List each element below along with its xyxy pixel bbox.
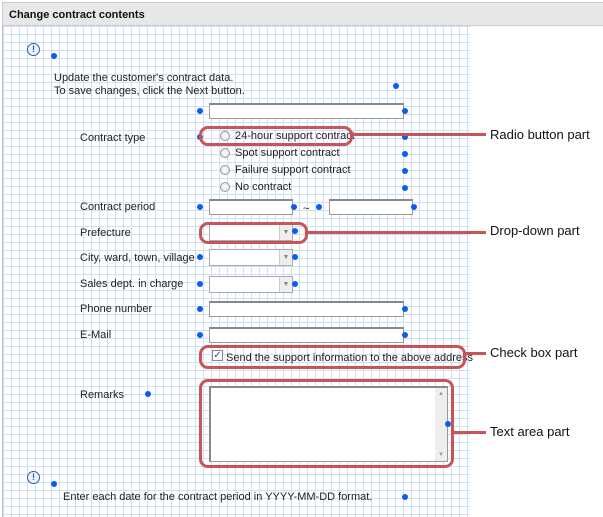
marker-dot [145, 391, 151, 397]
radio-label: No contract [235, 181, 292, 193]
email-label: E-Mail [80, 329, 112, 341]
textarea-callout-label: Text area part [490, 424, 570, 439]
dropdown-callout-label: Drop-down part [490, 223, 580, 238]
contract-type-label: Contract type [80, 132, 146, 144]
city-dropdown[interactable]: ▼ [209, 249, 293, 266]
footer-note: Enter each date for the contract period … [63, 491, 373, 503]
chevron-down-icon: ▼ [279, 250, 292, 265]
radio-label: 24-hour support contract [235, 130, 355, 142]
marker-dot [197, 204, 203, 210]
textarea-callout-box [199, 379, 454, 468]
send-info-label: Send the support information to the abov… [226, 352, 474, 364]
marker-dot [402, 306, 408, 312]
marker-dot [197, 281, 203, 287]
checkbox-callout-label: Check box part [490, 345, 578, 360]
sales-dept-dropdown[interactable]: ▼ [209, 276, 293, 293]
sales-dept-label: Sales dept. in charge [80, 278, 184, 290]
radio-label: Failure support contract [235, 164, 351, 176]
marker-dot [197, 332, 203, 338]
period-separator: ~ [303, 203, 310, 215]
marker-dot [402, 134, 408, 140]
info-icon: ! [27, 43, 40, 56]
marker-dot [393, 83, 399, 89]
marker-dot [51, 53, 57, 59]
marker-dot [292, 254, 298, 260]
marker-dot [51, 481, 57, 487]
marker-dot [291, 204, 297, 210]
contract-period-label: Contract period [80, 201, 156, 213]
marker-dot [197, 108, 203, 114]
callout-line [465, 352, 486, 355]
marker-dot [402, 168, 408, 174]
callout-line [352, 133, 486, 136]
remarks-label: Remarks [80, 389, 125, 401]
prefecture-label: Prefecture [80, 227, 131, 239]
marker-dot [316, 204, 322, 210]
radio-failure[interactable] [220, 165, 230, 175]
radio-label: Spot support contract [235, 147, 340, 159]
radio-24-hour[interactable] [220, 131, 230, 141]
phone-label: Phone number [80, 303, 153, 315]
city-label: City, ward, town, village [80, 252, 195, 264]
marker-dot [445, 421, 451, 427]
scroll-down-icon: ▼ [438, 452, 444, 458]
period-to-input[interactable] [329, 199, 413, 215]
marker-dot [402, 185, 408, 191]
info-icon: ! [27, 471, 40, 484]
marker-dot [292, 228, 298, 234]
marker-dot [402, 332, 408, 338]
intro-line-1: Update the customer's contract data. [54, 72, 234, 84]
marker-dot [292, 281, 298, 287]
checkbox-callout-box [199, 345, 466, 369]
callout-line [453, 431, 486, 434]
radio-no-contract[interactable] [220, 182, 230, 192]
marker-dot [411, 204, 417, 210]
dropdown-callout-box [199, 222, 308, 244]
marker-dot [197, 306, 203, 312]
marker-dot [402, 108, 408, 114]
radio-callout-label: Radio button part [490, 127, 590, 142]
send-info-checkbox[interactable]: ✓ [212, 350, 223, 361]
radio-spot[interactable] [220, 148, 230, 158]
period-from-input[interactable] [209, 199, 293, 215]
panel-title: Change contract contents [2, 2, 603, 26]
phone-input[interactable] [209, 301, 404, 317]
marker-dot [197, 254, 203, 260]
marker-dot [402, 494, 408, 500]
top-text-input[interactable] [209, 103, 404, 119]
scrollbar[interactable]: ▲▼ [435, 388, 447, 461]
chevron-down-icon: ▼ [279, 277, 292, 292]
email-input[interactable] [209, 327, 404, 343]
chevron-down-icon: ▼ [279, 225, 292, 240]
radio-callout-box [199, 126, 353, 146]
intro-line-2: To save changes, click the Next button. [54, 85, 245, 97]
prefecture-dropdown[interactable]: ▼ [209, 224, 293, 241]
callout-line [307, 231, 486, 234]
scroll-up-icon: ▲ [438, 391, 444, 397]
remarks-textarea[interactable]: ▲▼ [209, 386, 448, 462]
marker-dot [402, 151, 408, 157]
